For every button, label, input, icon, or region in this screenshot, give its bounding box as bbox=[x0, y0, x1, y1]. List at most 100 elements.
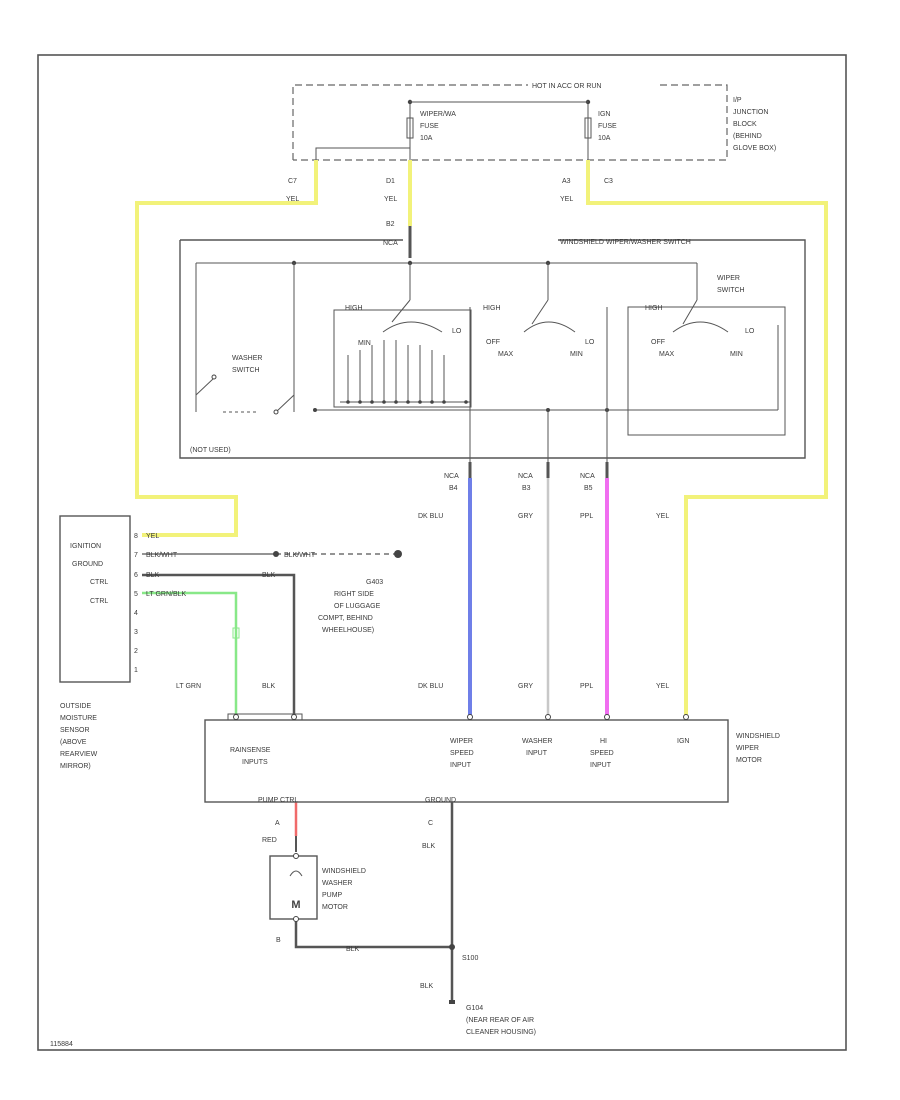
fuse-1-type: FUSE bbox=[420, 123, 439, 130]
pump-label-3: PUMP bbox=[322, 892, 343, 899]
wire-label-blk-wht-2: BLK/WHT bbox=[284, 552, 316, 559]
sensor-pin-num-3: 3 bbox=[134, 629, 138, 636]
fuse-1-name: WIPER/WA bbox=[420, 111, 456, 118]
sensor-pin-num-7: 7 bbox=[134, 552, 138, 559]
wire-label-gry-top: GRY bbox=[518, 513, 533, 520]
middle-switch-min-label: MIN bbox=[570, 351, 583, 358]
junction-block-label-5: GLOVE BOX) bbox=[733, 145, 776, 152]
conn-nca-top: NCA bbox=[383, 240, 398, 247]
junction-block-label-3: BLOCK bbox=[733, 121, 757, 128]
hot-in-acc-run-label: HOT IN ACC OR RUN bbox=[532, 83, 602, 90]
rainsense-label-1: RAINSENSE bbox=[230, 747, 271, 754]
g403-label-3: COMPT, BEHIND bbox=[318, 615, 373, 622]
g403-label-4: WHEELHOUSE) bbox=[322, 627, 374, 634]
conn-b5: B5 bbox=[584, 485, 593, 492]
wire-yellow-a3 bbox=[586, 160, 828, 715]
conn-nca-b3: NCA bbox=[518, 473, 533, 480]
left-switch-lo-label: LO bbox=[452, 328, 462, 335]
right-switch-high-label: HIGH bbox=[645, 305, 663, 312]
wire-label-blk-splice: BLK bbox=[262, 572, 276, 579]
junction-block-label-4: (BEHIND bbox=[733, 133, 762, 140]
sensor-pin-num-6: 6 bbox=[134, 572, 138, 579]
wire-label-ppl-bottom: PPL bbox=[580, 683, 593, 690]
wire-label-ppl-top: PPL bbox=[580, 513, 593, 520]
fuse-2-name: IGN bbox=[598, 111, 610, 118]
sensor-pin-ground: GROUND bbox=[72, 561, 103, 568]
sensor-label-2: MOISTURE bbox=[60, 715, 97, 722]
wire-label-blk-g104: BLK bbox=[420, 983, 434, 990]
wire-label-blk-sensor: BLK bbox=[146, 572, 160, 579]
conn-b4: B4 bbox=[449, 485, 458, 492]
left-switch-high-label: HIGH bbox=[345, 305, 363, 312]
middle-switch-high-label: HIGH bbox=[483, 305, 501, 312]
sensor-pin-num-1: 1 bbox=[134, 667, 138, 674]
motor-label-1: WINDSHIELD bbox=[736, 733, 780, 740]
moisture-sensor: IGNITION GROUND CTRL CTRL 8 7 6 5 4 3 2 … bbox=[59, 515, 138, 770]
wire-label-gry-bottom: GRY bbox=[518, 683, 533, 690]
pump-label-4: MOTOR bbox=[322, 904, 348, 911]
middle-switch-off-label: OFF bbox=[486, 339, 500, 346]
conn-a3: A3 bbox=[562, 178, 571, 185]
ground-g104: S100 G104 (NEAR REAR OF AIR CLEANER HOUS… bbox=[462, 955, 536, 1036]
conn-b: B bbox=[276, 937, 281, 944]
wire-label-blk-ground: BLK bbox=[422, 843, 436, 850]
conn-b3: B3 bbox=[522, 485, 531, 492]
ip-junction-block: HOT IN ACC OR RUN WIPER/WA FUSE 10A IGN … bbox=[292, 83, 776, 161]
right-switch-max-label: MAX bbox=[659, 351, 675, 358]
wire-label-yel-a3: YEL bbox=[560, 196, 573, 203]
middle-switch-lo-label: LO bbox=[585, 339, 595, 346]
pump-motor-symbol: M bbox=[291, 899, 300, 911]
conn-nca-b4: NCA bbox=[444, 473, 459, 480]
sensor-pin-num-5: 5 bbox=[134, 591, 138, 598]
hi-speed-label-2: SPEED bbox=[590, 750, 614, 757]
wire-label-blk-pump: BLK bbox=[346, 946, 360, 953]
wire-label-blk-motor: BLK bbox=[262, 683, 276, 690]
washer-pump-motor: M WINDSHIELD WASHER PUMP MOTOR bbox=[269, 853, 366, 922]
conn-c: C bbox=[428, 820, 433, 827]
splice-s100: S100 bbox=[462, 955, 478, 962]
wire-label-yel-d1: YEL bbox=[384, 196, 397, 203]
sensor-pin-num-8: 8 bbox=[134, 533, 138, 540]
wire-label-yel-sensor: YEL bbox=[146, 533, 159, 540]
conn-nca-b5: NCA bbox=[580, 473, 595, 480]
washer-input-label-2: INPUT bbox=[526, 750, 548, 757]
motor-label-3: MOTOR bbox=[736, 757, 762, 764]
middle-switch-max-label: MAX bbox=[498, 351, 514, 358]
pump-label-1: WINDSHIELD bbox=[322, 868, 366, 875]
wire-label-red: RED bbox=[262, 837, 277, 844]
wiper-speed-label-3: INPUT bbox=[450, 762, 472, 769]
connector-labels: C7 D1 A3 C3 B2 NCA NCA B4 NCA B3 NCA B5 … bbox=[275, 178, 613, 944]
fuse-2-type: FUSE bbox=[598, 123, 617, 130]
sensor-label-4: (ABOVE bbox=[60, 739, 87, 746]
windshield-wiper-motor: RAINSENSE INPUTS WIPER SPEED INPUT WASHE… bbox=[204, 713, 780, 804]
sensor-label-6: MIRROR) bbox=[60, 763, 91, 770]
ground-g403: G403 RIGHT SIDE OF LUGGAGE COMPT, BEHIND… bbox=[318, 579, 383, 634]
sensor-pin-num-2: 2 bbox=[134, 648, 138, 655]
conn-a: A bbox=[275, 820, 280, 827]
not-used-label: (NOT USED) bbox=[190, 447, 231, 454]
wire-blk-ground bbox=[294, 802, 455, 1004]
conn-c7: C7 bbox=[288, 178, 297, 185]
junction-block-label-1: I/P bbox=[733, 97, 742, 104]
g403-label-1: RIGHT SIDE bbox=[334, 591, 374, 598]
conn-c3: C3 bbox=[604, 178, 613, 185]
left-switch-min-label: MIN bbox=[358, 340, 371, 347]
sensor-pin-ctrl-1: CTRL bbox=[90, 579, 108, 586]
wire-label-lt-grn: LT GRN bbox=[176, 683, 201, 690]
hi-speed-label-1: HI bbox=[600, 738, 607, 745]
wire-label-lt-grn-blk: LT GRN/BLK bbox=[146, 591, 187, 598]
wire-color-labels: YEL YEL YEL YEL BLK/WHT BLK/WHT BLK BLK … bbox=[146, 196, 669, 990]
left-switch-contacts bbox=[340, 340, 470, 404]
right-switch-off-label: OFF bbox=[651, 339, 665, 346]
g104-label-1: (NEAR REAR OF AIR bbox=[466, 1017, 534, 1024]
rainsense-label-2: INPUTS bbox=[242, 759, 268, 766]
g104-label-2: CLEANER HOUSING) bbox=[466, 1029, 536, 1036]
washer-switch-label-2: SWITCH bbox=[232, 367, 260, 374]
conn-b2: B2 bbox=[386, 221, 395, 228]
right-switch-min-label: MIN bbox=[730, 351, 743, 358]
fuse-1-rating: 10A bbox=[420, 135, 433, 142]
conn-d1: D1 bbox=[386, 178, 395, 185]
hi-speed-label-3: INPUT bbox=[590, 762, 612, 769]
pump-label-2: WASHER bbox=[322, 880, 352, 887]
